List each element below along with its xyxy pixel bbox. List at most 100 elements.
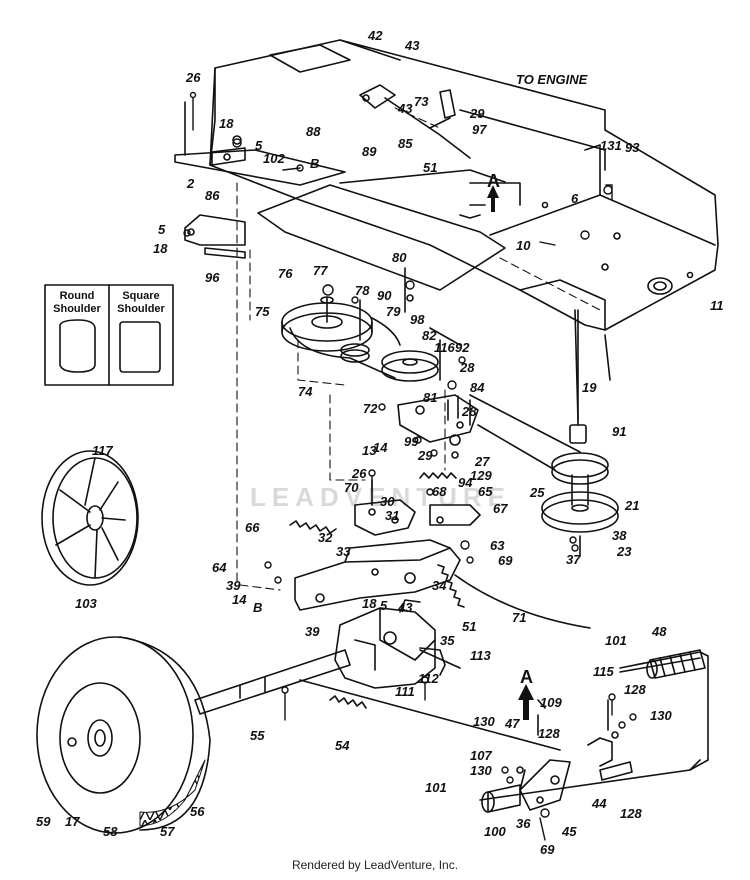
assembly-lines — [236, 107, 601, 591]
callout: B — [253, 600, 262, 615]
callout: 33 — [336, 544, 351, 559]
callout: 26 — [185, 70, 201, 85]
callout: 5 — [255, 138, 263, 153]
callout: 73 — [414, 94, 429, 109]
rear-wheel — [36, 636, 211, 834]
callout: 51 — [462, 619, 476, 634]
callout: 55 — [250, 728, 265, 743]
callout: 130 — [650, 708, 672, 723]
callout: 43 — [397, 101, 413, 116]
callout: 19 — [582, 380, 597, 395]
spring-65 — [419, 472, 457, 479]
section-a-upper: A — [487, 171, 500, 191]
callout: 54 — [335, 738, 350, 753]
idler-arm — [184, 214, 246, 259]
callout: 64 — [212, 560, 227, 575]
callout: 35 — [440, 633, 455, 648]
callout: 31 — [385, 508, 399, 523]
callout: 93 — [625, 140, 640, 155]
footrest-plate — [257, 184, 506, 291]
control-cable — [454, 574, 591, 629]
callout: 112 — [418, 671, 439, 686]
callout: 69 — [540, 842, 555, 857]
callout: 128 — [624, 682, 646, 697]
callout: 14 — [373, 440, 388, 455]
callout: 71 — [512, 610, 526, 625]
callout: 81 — [423, 390, 437, 405]
callout: 103 — [75, 596, 97, 611]
footer-credit: Rendered by LeadVenture, Inc. — [291, 858, 459, 872]
callout: 85 — [398, 136, 413, 151]
section-arrow-lower — [518, 684, 534, 720]
callout: 36 — [516, 816, 531, 831]
callout: 115 — [593, 664, 614, 679]
callout: 130 — [470, 763, 492, 778]
callout: B — [310, 156, 319, 171]
drive-pulleys — [281, 267, 461, 382]
callout: 32 — [318, 530, 333, 545]
callout: 99 — [404, 434, 419, 449]
callout: 91 — [612, 424, 626, 439]
shoulder-inset — [44, 284, 174, 386]
callout: 28 — [459, 360, 475, 375]
inset-square-line2: Shoulder — [117, 303, 165, 315]
callout: 101 — [605, 633, 627, 648]
callout: 128 — [538, 726, 560, 741]
callout: 58 — [103, 824, 118, 839]
callout: 11 — [710, 298, 724, 313]
deck-rail — [339, 169, 506, 184]
callout: 28 — [461, 404, 477, 419]
pedal-assembly — [479, 651, 709, 813]
callout: 97 — [472, 122, 487, 137]
callout: 90 — [377, 288, 392, 303]
callout: 6 — [571, 191, 579, 206]
callout: 5 — [158, 222, 166, 237]
callout: 102 — [263, 151, 285, 166]
callout: 5 — [380, 598, 388, 613]
callout: 13 — [362, 443, 377, 458]
callout: 76 — [278, 266, 293, 281]
callout: 131 — [600, 138, 622, 153]
section-a-lower: A — [520, 667, 533, 687]
callout: 128 — [620, 806, 642, 821]
callout: 39 — [305, 624, 320, 639]
spring-66 — [289, 520, 337, 534]
section-arrow-upper — [487, 185, 499, 212]
spring-34 — [437, 564, 465, 608]
callout: 43 — [397, 600, 413, 615]
callout: 92 — [455, 340, 470, 355]
callout: 44 — [591, 796, 607, 811]
callout: 69 — [498, 553, 513, 568]
callout: 116 — [434, 340, 455, 355]
callout: 66 — [245, 520, 260, 535]
callout: 78 — [355, 283, 370, 298]
callout: 79 — [386, 304, 401, 319]
linkage-rod — [574, 309, 579, 421]
callout: 10 — [516, 238, 531, 253]
brake-cable — [299, 679, 561, 751]
callout: 80 — [392, 250, 407, 265]
callout: 77 — [313, 263, 328, 278]
callout: 18 — [362, 596, 377, 611]
callout: 14 — [232, 592, 247, 607]
callout: 34 — [432, 578, 447, 593]
inset-round-line1: Round — [60, 290, 95, 302]
callout: 38 — [612, 528, 627, 543]
callout: 51 — [423, 160, 437, 175]
axle-support — [294, 539, 461, 611]
callout: 18 — [219, 116, 234, 131]
rear-axle — [194, 649, 351, 715]
callout: 25 — [529, 485, 545, 500]
callout: 109 — [540, 695, 562, 710]
callout: 26 — [351, 466, 367, 481]
linkage-rod-2 — [604, 334, 611, 381]
callout: 88 — [306, 124, 321, 139]
callout: 39 — [226, 578, 241, 593]
callout: 42 — [367, 28, 383, 43]
callout: 45 — [561, 824, 577, 839]
callout: 29 — [469, 106, 485, 121]
shift-lever — [359, 84, 471, 159]
callout: 74 — [298, 384, 313, 399]
callout: 56 — [190, 804, 205, 819]
